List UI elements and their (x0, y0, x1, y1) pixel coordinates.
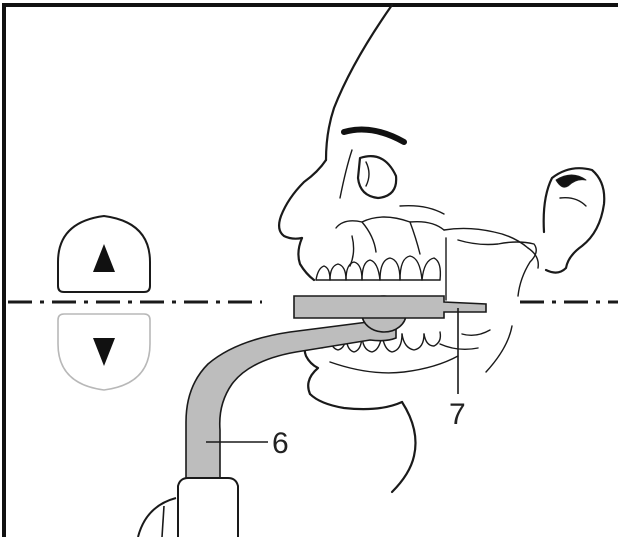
ear (544, 168, 605, 272)
eyebrow (344, 130, 404, 142)
skull-lines (330, 206, 538, 373)
eye-socket (358, 156, 396, 198)
callout-6-label: 6 (272, 427, 289, 460)
head-profile (279, 5, 512, 492)
down-button[interactable] (58, 314, 150, 390)
bite-block-arm (186, 316, 396, 480)
up-button[interactable] (58, 216, 150, 292)
callout-7-label: 7 (449, 398, 466, 431)
bite-block-base (138, 478, 238, 537)
upper-teeth (316, 256, 440, 280)
